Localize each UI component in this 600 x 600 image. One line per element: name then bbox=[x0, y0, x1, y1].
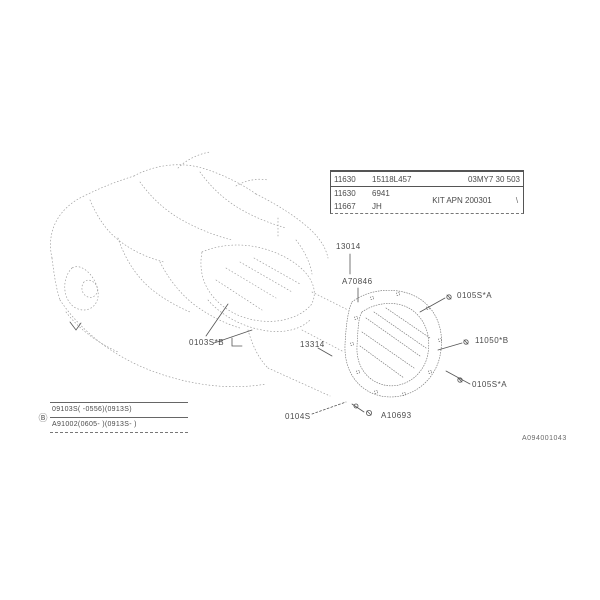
callout-0104s: 0104S bbox=[285, 412, 311, 421]
table-cell-code: JH bbox=[372, 202, 382, 211]
screw-icon bbox=[446, 294, 452, 300]
table-cell-code: 6941 bbox=[372, 189, 390, 198]
leader-11050b bbox=[437, 342, 463, 351]
callout-0103s-b: 0103S*B bbox=[189, 338, 225, 347]
leader-lines bbox=[69, 253, 471, 416]
leader-0104s bbox=[311, 401, 347, 415]
leader-0103sb-2 bbox=[213, 329, 253, 344]
bracket-0103sb bbox=[231, 337, 243, 347]
legend-row: A91002(0605- )(0913S- ) bbox=[50, 416, 188, 432]
table-cell-tick: \ bbox=[515, 195, 519, 205]
engine-sketch bbox=[50, 151, 349, 397]
leader-0105sa-2 bbox=[445, 370, 471, 385]
callout-13014: 13014 bbox=[336, 242, 361, 251]
table-row-group: 11630 6941 11667 JH KIT APN 200301 \ bbox=[331, 187, 523, 213]
footnote-legend: Ⓑ 09103S( -0556)(0913S) A91002(0605- )(0… bbox=[36, 401, 188, 433]
table-row: 11630 15118L457 03MY7 30 503 bbox=[331, 172, 523, 187]
leader-0103sb-1 bbox=[205, 303, 229, 337]
table-cell-model: 11630 bbox=[334, 189, 356, 198]
side-cover-sketch bbox=[344, 289, 442, 398]
callout-0105s-a-upper: 0105S*A bbox=[457, 291, 493, 300]
table-cell-model: 11667 bbox=[334, 202, 356, 211]
leader-13314 bbox=[317, 347, 333, 357]
applicability-table: 11630 15118L457 03MY7 30 503 11630 6941 … bbox=[330, 170, 524, 214]
legend-row: 09103S( -0556)(0913S) bbox=[52, 406, 132, 413]
arrow-mark bbox=[69, 321, 82, 331]
leader-0105sa-1 bbox=[419, 297, 446, 313]
table-cell-kit-note: KIT APN 200301 bbox=[432, 195, 492, 205]
screw-icon bbox=[463, 339, 469, 345]
callout-a70846: A70846 bbox=[342, 277, 373, 286]
screw-icon bbox=[457, 377, 463, 383]
bolt-icon bbox=[353, 403, 372, 416]
callout-a10693: A10693 bbox=[381, 411, 412, 420]
table-cell-applicability: 03MY7 30 503 bbox=[467, 174, 520, 184]
table-cell-code: 15118L457 bbox=[372, 174, 412, 184]
drawing-code: A094001043 bbox=[522, 435, 567, 442]
callout-0105s-a-lower: 0105S*A bbox=[472, 380, 508, 389]
table-cell-model: 11630 bbox=[334, 174, 356, 184]
callout-13314: 13314 bbox=[300, 340, 325, 349]
legend-symbol-icon: Ⓑ bbox=[38, 412, 48, 423]
callout-11050-b: 11050*B bbox=[475, 336, 509, 345]
legend-rows: 09103S( -0556)(0913S) A91002(0605- )(091… bbox=[50, 401, 188, 433]
